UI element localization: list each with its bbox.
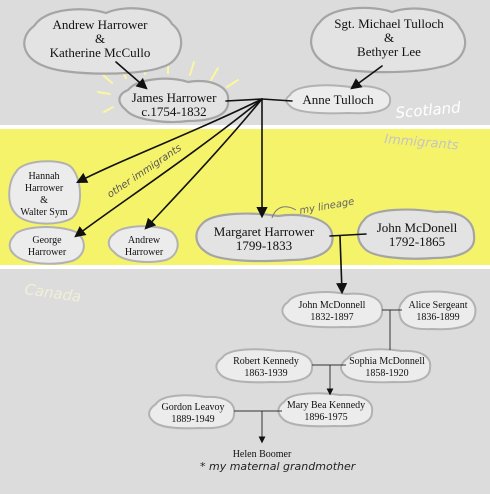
cloud-harrower-mccullo [23, 7, 183, 75]
dates: 1832-1897 [310, 312, 353, 323]
lineage-bracket [271, 206, 297, 219]
person-robert-kennedy: Robert Kennedy 1863-1939 [233, 356, 299, 379]
marriage-line-margaret-john [329, 233, 367, 237]
ampersand: & [40, 195, 48, 206]
person-helen-boomer: Helen Boomer [233, 449, 292, 460]
name: John McDonnell [299, 300, 366, 311]
name: Mary Bea Kennedy [287, 400, 365, 411]
person-margaret-harrower: Margaret Harrower 1799-1833 [214, 224, 315, 253]
name-george: George [32, 235, 62, 246]
name-michael-tulloch: Sgt. Michael Tulloch [334, 16, 444, 31]
cloud-james-harrower [118, 77, 230, 124]
person-james-harrower: James Harrower c.1754-1832 [132, 90, 217, 119]
name-andrew-harrower-sr: Andrew Harrower [53, 17, 149, 32]
name: Alice Sergeant [409, 300, 468, 311]
surname-harrower: Harrower [28, 247, 67, 258]
cloud-george-harrower [8, 226, 85, 265]
name: Margaret Harrower [214, 224, 315, 239]
name: Helen Boomer [233, 449, 292, 460]
ampersand: & [95, 31, 105, 46]
name: John McDonell [377, 220, 458, 235]
person-john-mcdonell: John McDonell 1792-1865 [377, 220, 458, 249]
person-anne-tulloch: Anne Tulloch [302, 92, 374, 107]
arrow-to-john-mcdonnell [336, 235, 348, 295]
cloud-alice-sergeant [398, 290, 477, 331]
name-hannah: Hannah [28, 171, 59, 182]
person-gordon-leavoy: Gordon Leavoy 1889-1949 [161, 402, 224, 425]
cloud-john-mcdonnell [281, 291, 384, 329]
cloud-anne-tulloch [285, 84, 392, 115]
person-mary-bea-kennedy: Mary Bea Kennedy 1896-1975 [287, 400, 365, 423]
name-katherine-mccullo: Katherine McCullo [50, 45, 151, 60]
name-bethyer-lee: Bethyer Lee [357, 44, 421, 59]
person-alice-sergeant: Alice Sergeant 1836-1899 [409, 300, 468, 323]
cloud-sophia-mcdonnell [340, 348, 432, 384]
dates: 1792-1865 [389, 234, 445, 249]
arrow-to-andrew-jr [144, 98, 263, 230]
cloud-robert-kennedy [215, 348, 314, 384]
name: Gordon Leavoy [161, 402, 224, 413]
dates: 1799-1833 [236, 238, 292, 253]
dates: c.1754-1832 [141, 104, 206, 119]
dates: 1863-1939 [244, 368, 287, 379]
dates: 1858-1920 [365, 368, 408, 379]
name: Anne Tulloch [302, 92, 374, 107]
surname-harrower: Harrower [125, 247, 164, 258]
cloud-tulloch-lee [310, 6, 467, 74]
person-sophia-mcdonnell: Sophia McDonnell 1858-1920 [349, 356, 425, 379]
region-label-scotland: Scotland [395, 98, 462, 122]
dates: 1896-1975 [304, 412, 347, 423]
name: Robert Kennedy [233, 356, 299, 367]
arrow-to-george [74, 98, 263, 238]
person-tulloch-lee: Sgt. Michael Tulloch & Bethyer Lee [334, 16, 444, 59]
dates: 1836-1899 [416, 312, 459, 323]
arrow-to-hannah-walter [76, 98, 263, 184]
name: Sophia McDonnell [349, 356, 425, 367]
dates: 1889-1949 [171, 414, 214, 425]
surname-harrower: Harrower [25, 183, 64, 194]
person-hannah-walter: Hannah Harrower & Walter Sym [20, 171, 67, 218]
region-label-immigrants: Immigrants [384, 132, 460, 153]
arrow-harrower-mccullo-to-james [115, 61, 148, 90]
cloud-mary-bea-kennedy [277, 392, 374, 428]
cloud-john-mcdonell [356, 208, 476, 260]
arrow-tulloch-lee-to-anne [350, 65, 383, 90]
person-george-harrower: George Harrower [28, 235, 67, 258]
person-andrew-harrower-jr: Andrew Harrower [125, 235, 164, 258]
cloud-hannah-walter [8, 160, 81, 225]
name: James Harrower [132, 90, 217, 105]
person-john-mcdonnell: John McDonnell 1832-1897 [299, 300, 366, 323]
name-walter-sym: Walter Sym [20, 207, 67, 218]
person-harrower-mccullo: Andrew Harrower & Katherine McCullo [50, 17, 151, 60]
annotation-maternal-grandmother: * my maternal grandmother [200, 460, 357, 473]
ampersand: & [384, 30, 394, 45]
cloud-gordon-leavoy [148, 394, 236, 430]
name-andrew: Andrew [128, 235, 161, 246]
